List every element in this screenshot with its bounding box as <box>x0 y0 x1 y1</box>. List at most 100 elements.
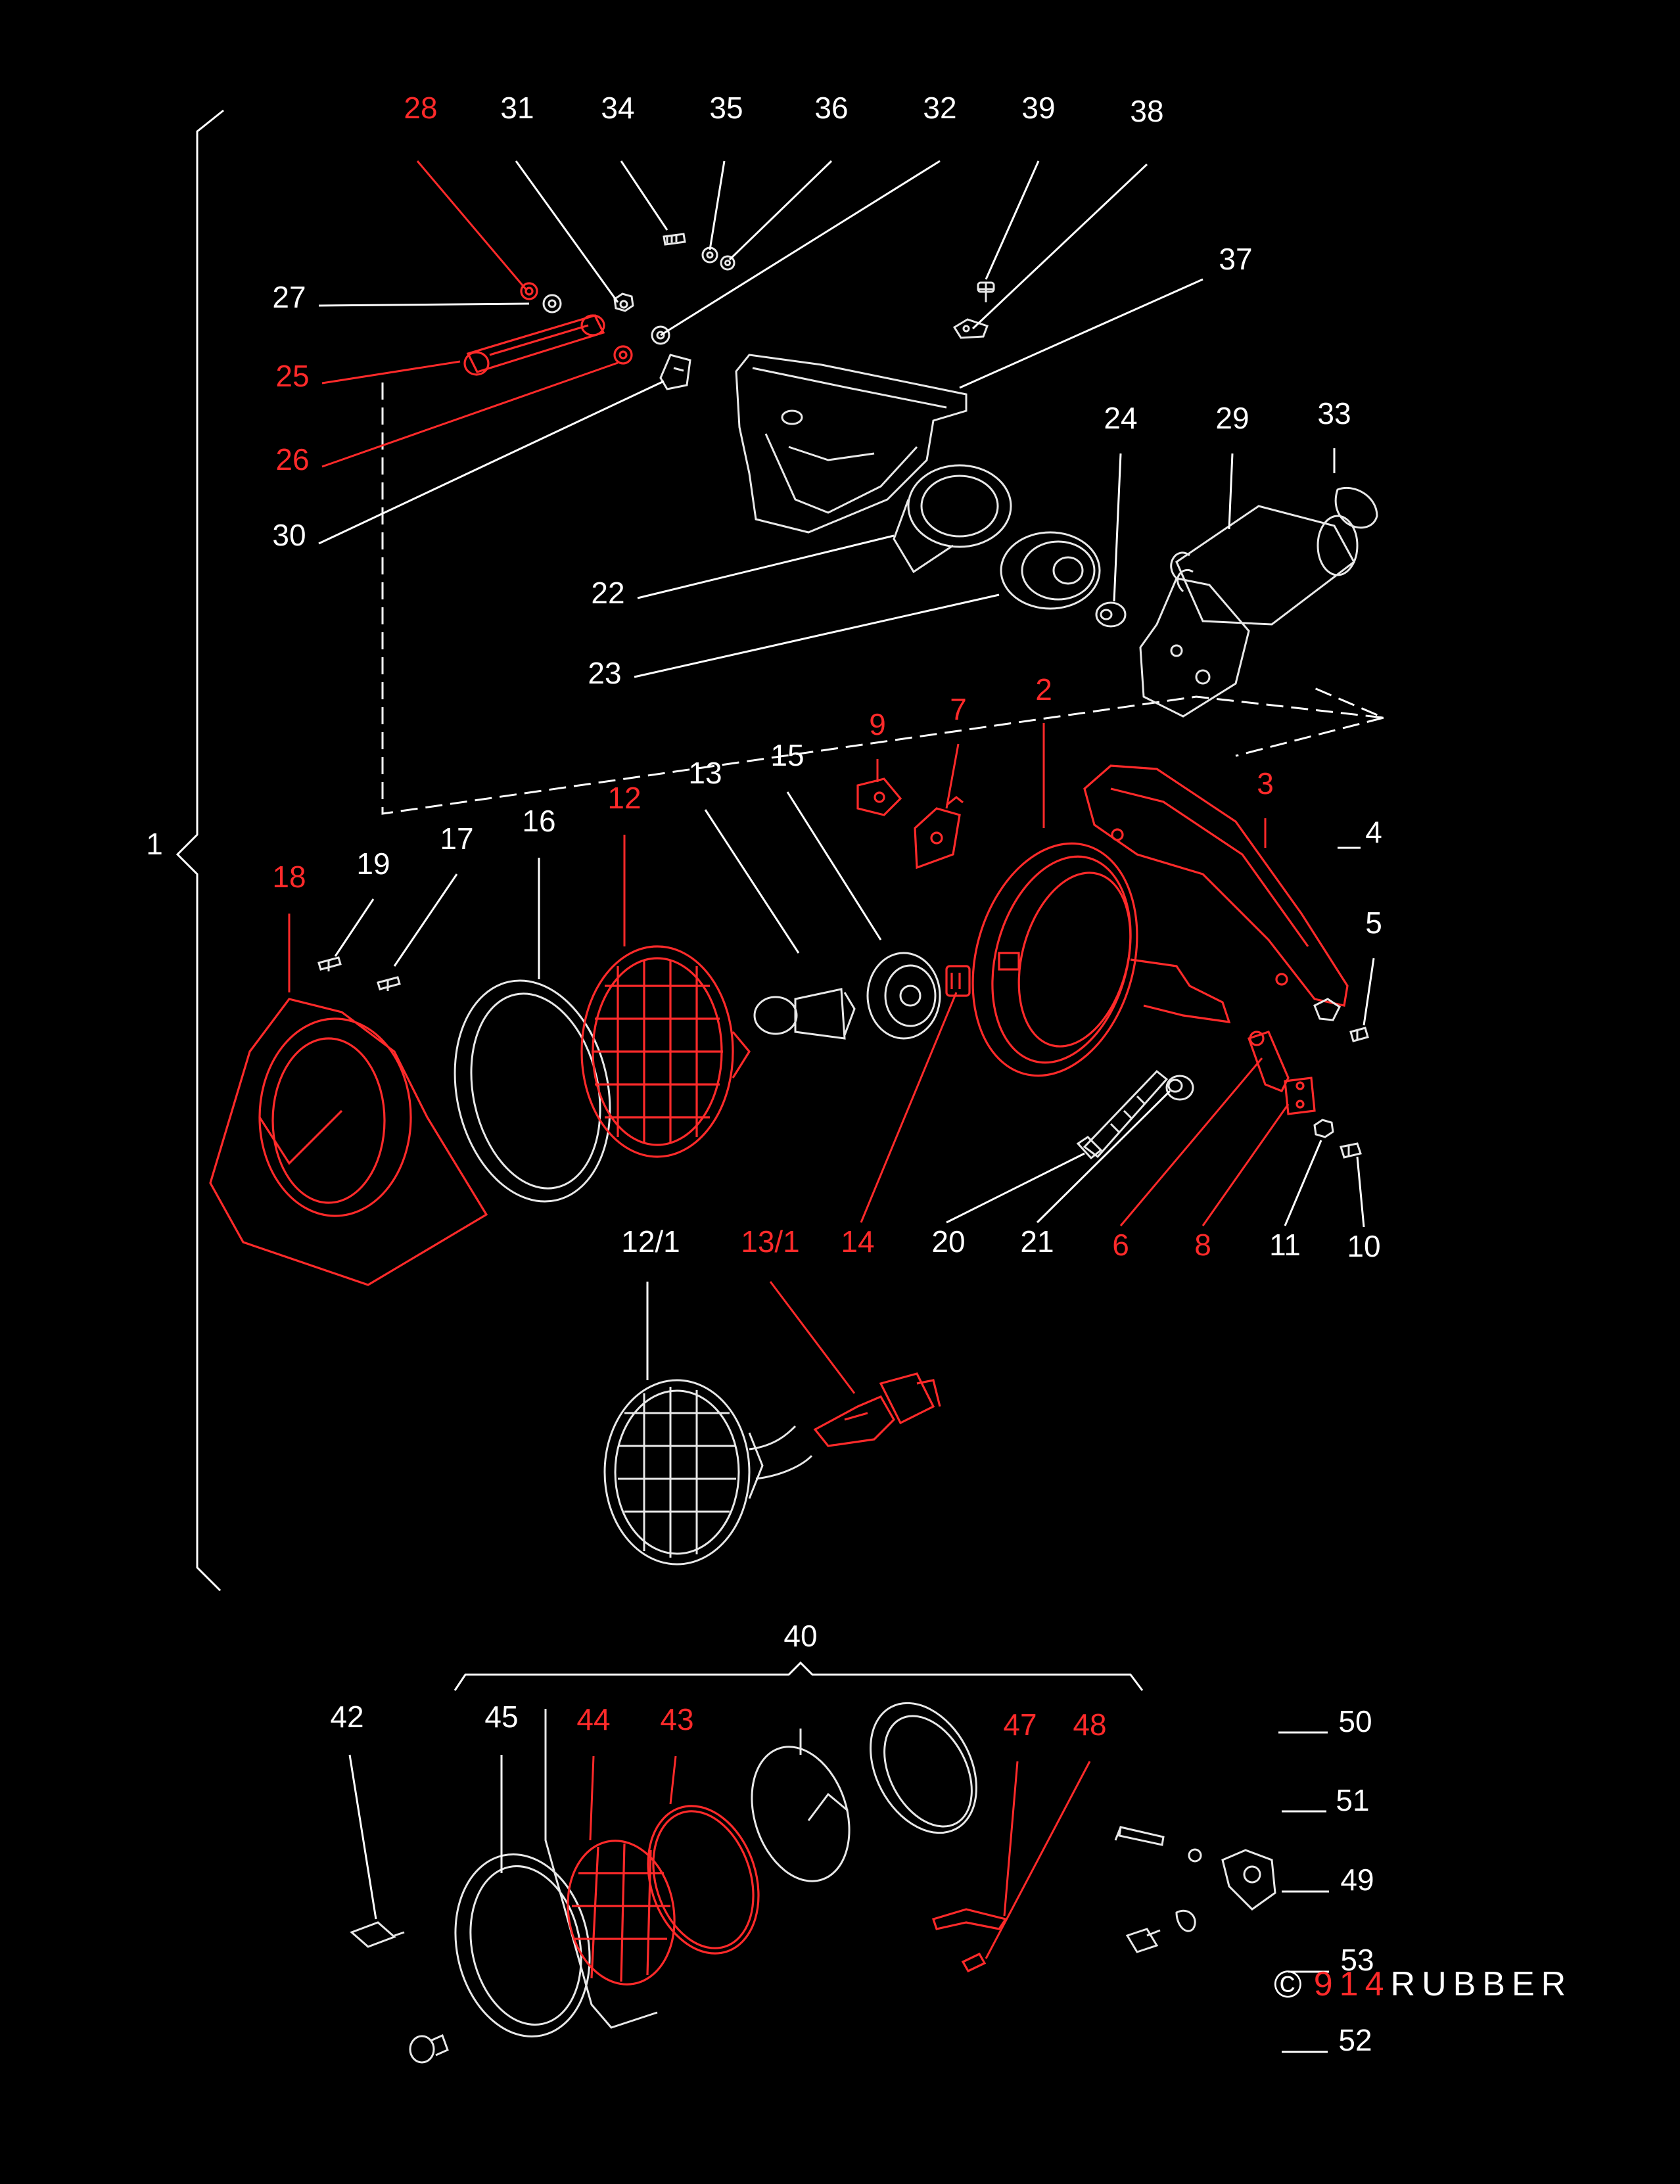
callout-label-45: 45 <box>484 1700 518 1734</box>
callout-label-14: 14 <box>841 1224 874 1259</box>
part-2-housing <box>971 842 1231 1077</box>
part-36-washer <box>720 255 735 271</box>
leader-line-36 <box>728 160 833 261</box>
dashed-assembly-lines <box>381 383 1384 815</box>
leader-line-42 <box>348 1754 377 1920</box>
callout-label-50: 50 <box>1338 1704 1372 1738</box>
part-18-headlight-bucket <box>209 998 488 1286</box>
part-33-cap <box>1334 486 1378 529</box>
callout-label-4: 4 <box>1365 815 1382 849</box>
leader-line-15 <box>786 791 882 941</box>
callout-label-9: 9 <box>869 707 886 741</box>
part-19-screw <box>317 956 342 971</box>
part-32-washer <box>651 325 670 345</box>
leader-line-38 <box>971 163 1148 330</box>
part-30-bracket <box>659 354 691 390</box>
part-27-washer <box>542 294 562 314</box>
part-20-bolt <box>1076 1069 1169 1160</box>
callout-label-32: 32 <box>923 91 956 125</box>
part-50-bolt <box>1114 1826 1165 1846</box>
part-39-screw <box>977 281 995 302</box>
part-22-gear-housing <box>893 464 1012 574</box>
part-38-clip <box>952 318 989 339</box>
callout-label-7: 7 <box>950 692 967 726</box>
part-13-1-halogen-bulb <box>813 1372 941 1447</box>
part-12-sealed-beam[interactable] <box>580 945 751 1158</box>
part-47-clip <box>931 1908 1008 1930</box>
leader-line-7 <box>945 743 960 809</box>
leader-line-29 <box>1228 453 1234 530</box>
callout-label-6: 6 <box>1112 1228 1129 1262</box>
callout-label-52: 52 <box>1338 2023 1372 2057</box>
part-23-pulley <box>1000 531 1101 610</box>
part-52-bolt <box>1125 1928 1161 1953</box>
leader-line-17 <box>393 873 458 967</box>
part-5-screw <box>1349 1027 1369 1042</box>
part-16-trim-ring <box>454 979 611 1203</box>
part-43-gasket <box>647 1805 760 1955</box>
callout-label-38: 38 <box>1130 94 1163 128</box>
callout-label-51: 51 <box>1336 1783 1369 1817</box>
part-26-nut <box>613 345 633 365</box>
part-11-nut <box>1313 1119 1334 1138</box>
leader-line-13 <box>704 809 800 954</box>
part-17-screw <box>377 976 401 991</box>
leader-line-10 <box>1356 1156 1365 1228</box>
part-51-washer <box>1188 1848 1202 1863</box>
callout-label-2: 2 <box>1035 672 1052 707</box>
brand-word: RUBBER <box>1390 1965 1573 2003</box>
callout-label-31: 31 <box>500 91 534 125</box>
leader-line-37 <box>959 278 1203 389</box>
callout-label-53: 53 <box>1340 1943 1374 1977</box>
callout-label-3: 3 <box>1257 766 1274 801</box>
callout-label-23: 23 <box>588 656 621 690</box>
callout-label-8: 8 <box>1194 1228 1211 1262</box>
leader-line-39 <box>985 160 1040 280</box>
part-48-screw <box>961 1952 987 1973</box>
part-7-adjuster <box>914 795 964 870</box>
brand-logo: © 914 RUBBER <box>1274 1961 1572 2007</box>
leader-line-13-1 <box>769 1281 856 1394</box>
leader-line-14 <box>860 992 958 1223</box>
leader-line-48 <box>985 1761 1091 1959</box>
part-31-nut <box>613 292 634 312</box>
callout-label-10: 10 <box>1347 1229 1380 1263</box>
callout-label-30: 30 <box>272 518 306 552</box>
part-34-screw <box>663 233 686 246</box>
brand-number: 914 <box>1313 1965 1391 2003</box>
callout-label-36: 36 <box>814 91 848 125</box>
leader-line-11 <box>1284 1140 1322 1226</box>
leader-line-31 <box>515 160 619 303</box>
part-15-socket <box>866 952 941 1040</box>
callout-label-44: 44 <box>576 1702 610 1736</box>
callout-label-33: 33 <box>1317 396 1351 430</box>
callout-label-13-1: 13/1 <box>741 1224 800 1259</box>
callout-label-26: 26 <box>275 442 309 476</box>
callout-label-37: 37 <box>1219 242 1252 276</box>
part-24-bushing <box>1095 601 1127 628</box>
leader-line-23 <box>634 593 1000 678</box>
part-44-lens <box>567 1840 676 1986</box>
callout-label-13: 13 <box>688 756 722 790</box>
callout-label-43: 43 <box>660 1702 693 1736</box>
callout-label-15: 15 <box>770 738 804 772</box>
callout-label-35: 35 <box>709 91 743 125</box>
leader-line-8 <box>1202 1104 1290 1226</box>
callout-label-29: 29 <box>1215 401 1249 435</box>
callout-label-48: 48 <box>1073 1708 1106 1742</box>
callout-label-12-1: 12/1 <box>621 1224 680 1259</box>
callout-label-39: 39 <box>1021 91 1055 125</box>
leader-line-25 <box>321 360 461 384</box>
leader-line-43 <box>669 1755 677 1805</box>
leader-line-35 <box>709 160 726 250</box>
reflector-bottom <box>751 1729 851 1882</box>
leader-line-21 <box>1036 1090 1171 1224</box>
callout-leaders <box>288 160 1375 2053</box>
callout-label-47: 47 <box>1003 1708 1037 1742</box>
leader-line-34 <box>620 160 668 231</box>
group-bracket-1 <box>175 109 224 1592</box>
leader-line-22 <box>637 534 895 599</box>
